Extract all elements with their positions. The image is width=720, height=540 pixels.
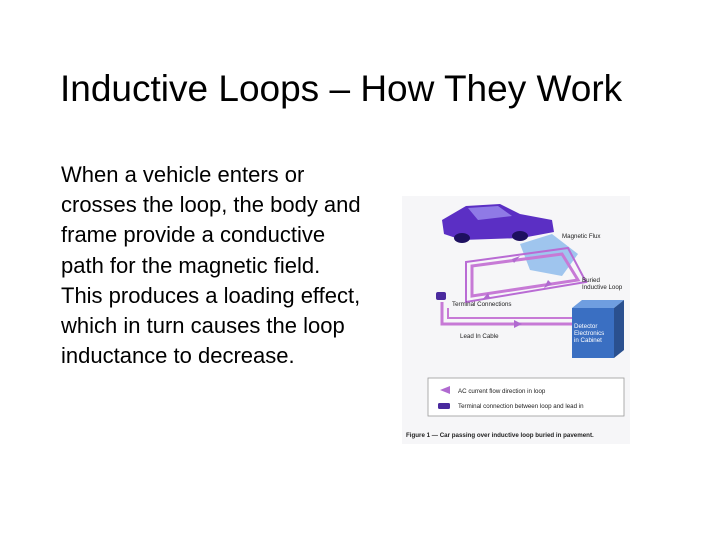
legend-ac-flow: AC current flow direction in loop [458, 388, 546, 395]
label-buried-loop-2: Inductive Loop [582, 284, 623, 291]
inductive-loop-figure: Magnetic Flux Buried Inductive Loop Term… [402, 196, 630, 444]
label-lead-in-cable: Lead In Cable [460, 333, 499, 340]
terminal-connection [436, 292, 446, 300]
label-detector-1: Detector [574, 323, 597, 330]
slide-title: Inductive Loops – How They Work [60, 68, 623, 109]
buried-loop [440, 246, 588, 326]
car-icon [442, 204, 554, 243]
legend-arrow-icon [440, 386, 450, 394]
legend-terminal: Terminal connection between loop and lea… [458, 403, 584, 410]
detector-cabinet-icon [572, 300, 624, 358]
label-buried-loop-1: Buried [582, 277, 600, 284]
legend-terminal-icon [438, 403, 450, 409]
label-magnetic-flux: Magnetic Flux [562, 233, 601, 240]
label-detector-2: Electronics [574, 330, 604, 337]
figure-legend: AC current flow direction in loop Termin… [427, 377, 625, 417]
label-terminal-connections: Terminal Connections [452, 301, 512, 308]
figure-caption: Figure 1 — Car passing over inductive lo… [406, 432, 594, 439]
body-text: When a vehicle enters or crosses the loo… [61, 162, 361, 369]
label-detector-3: in Cabinet [574, 337, 602, 344]
current-flow-arrows [482, 256, 552, 328]
loop-diagram: Magnetic Flux Buried Inductive Loop Term… [406, 204, 625, 439]
